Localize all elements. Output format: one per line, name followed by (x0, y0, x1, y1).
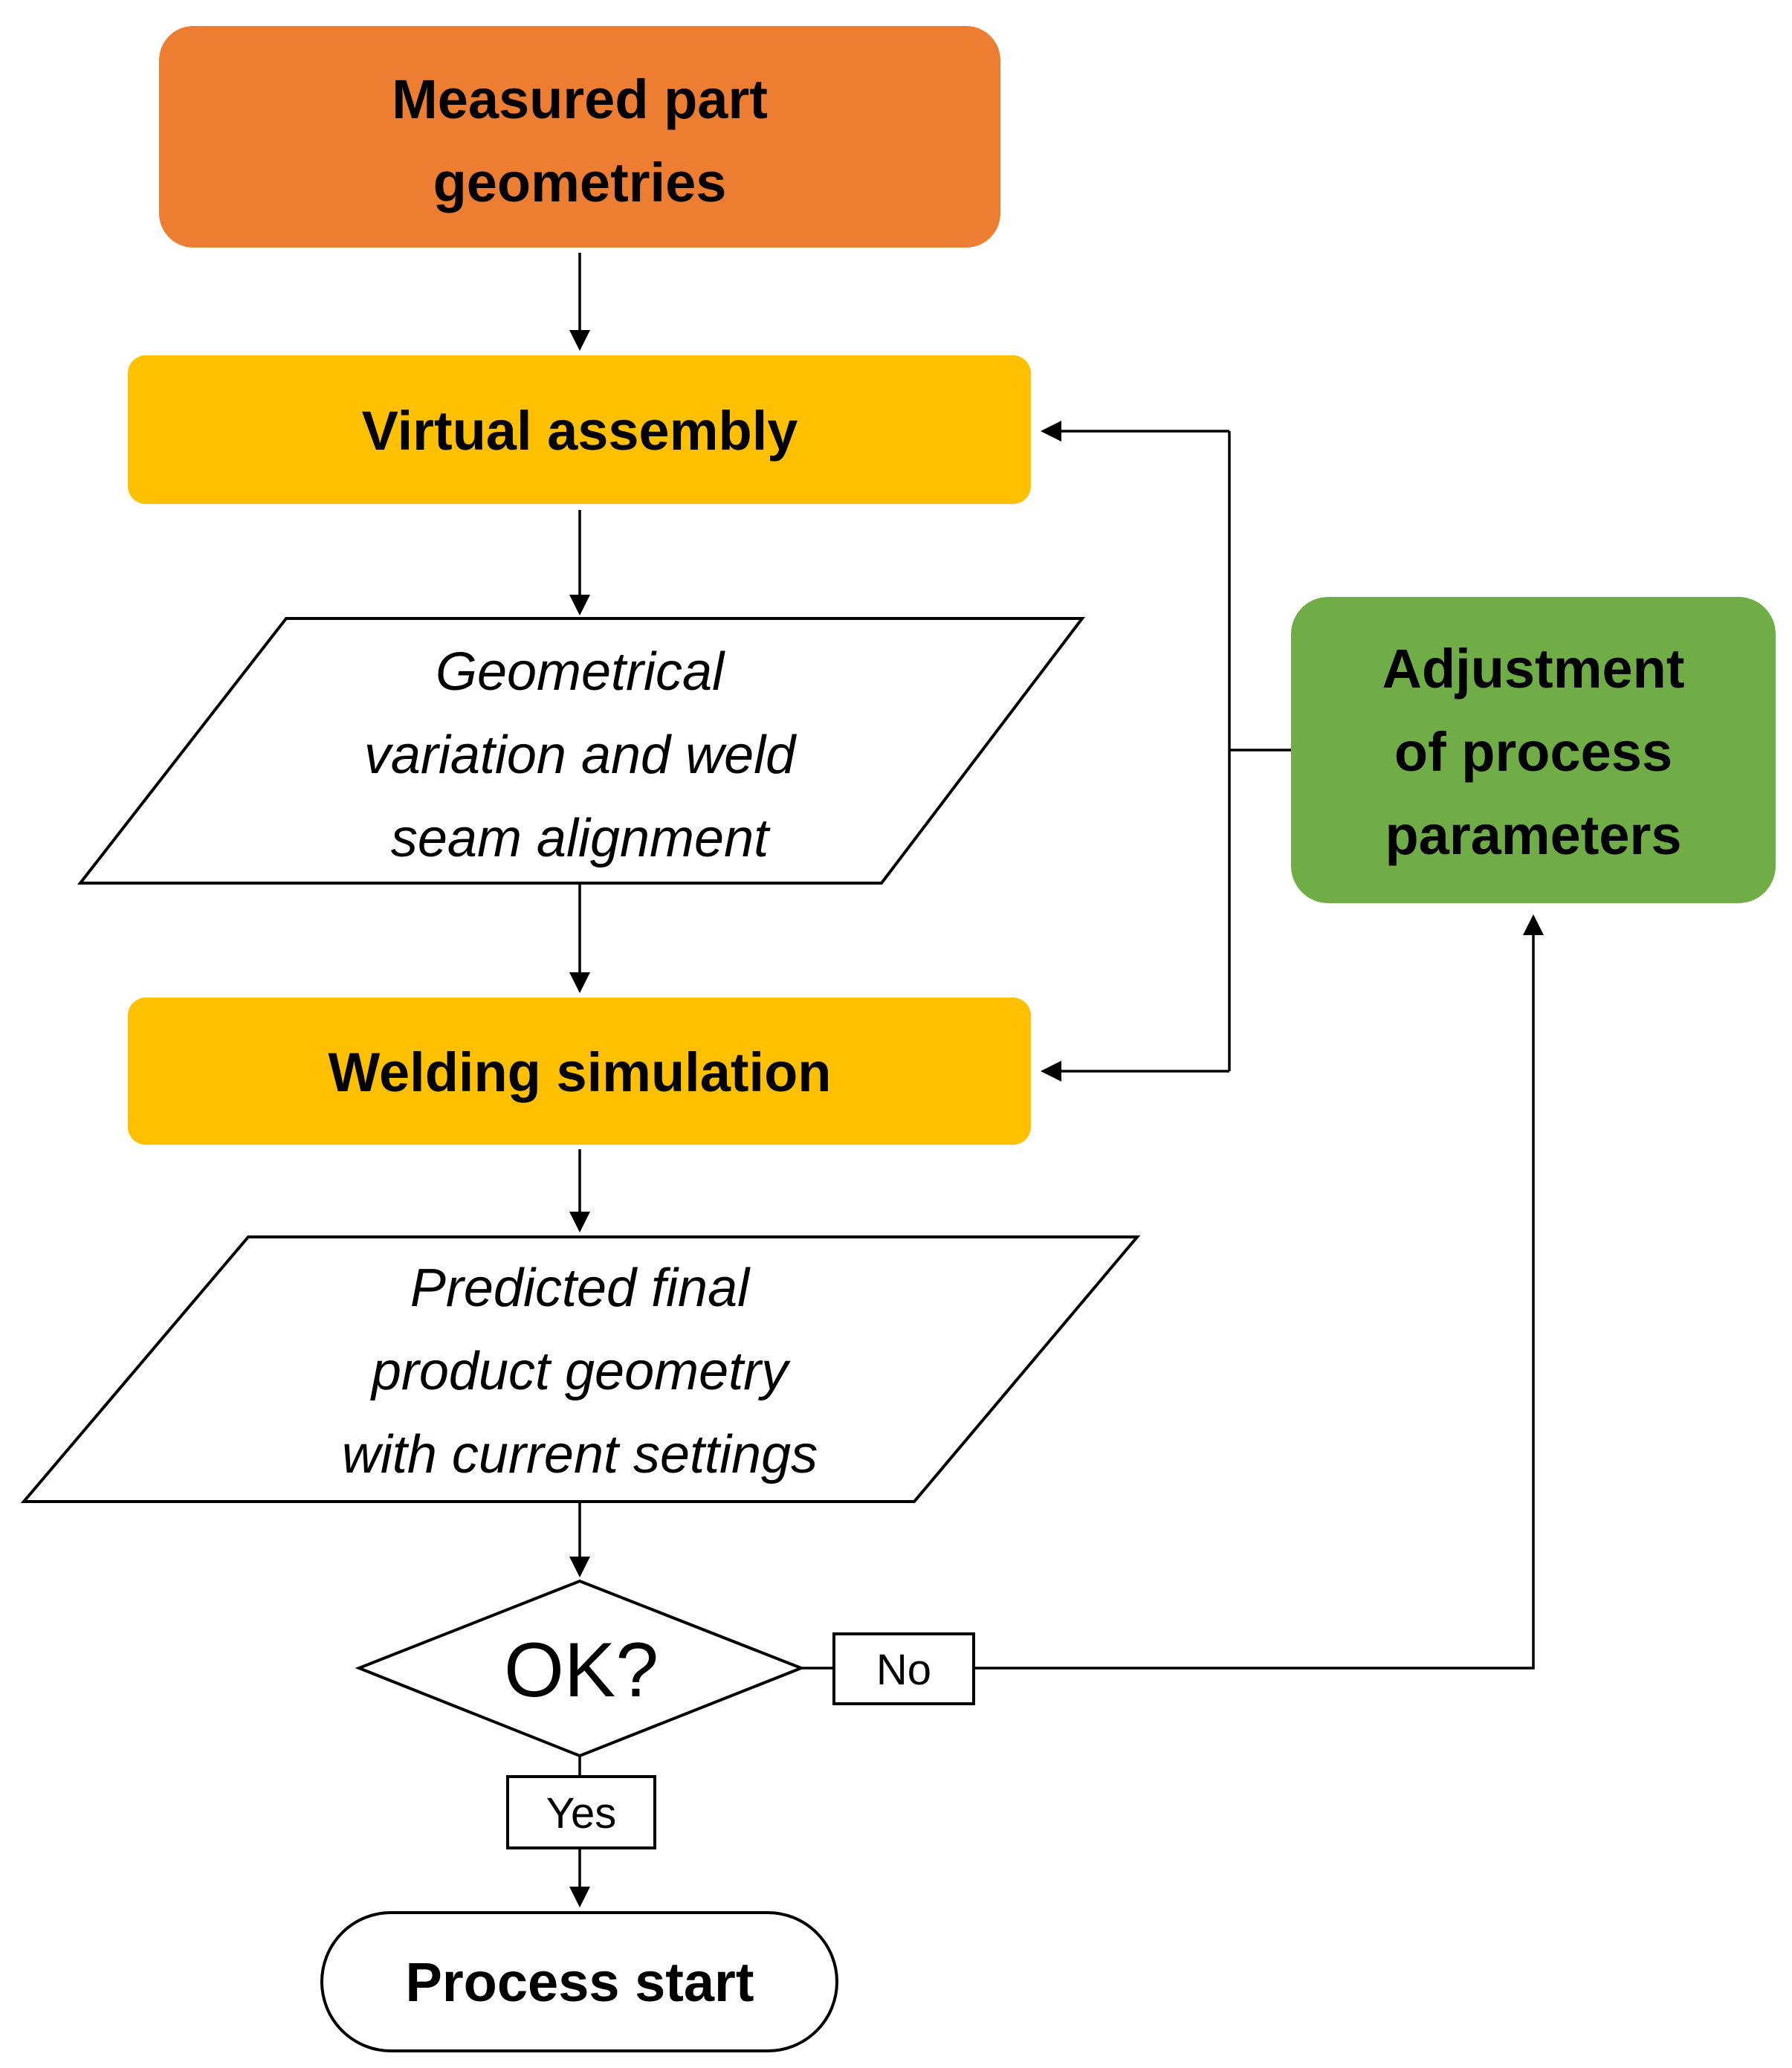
geometrical-variation-label-line1: Geometrical (436, 642, 725, 702)
arrowhead-feedback-to-welding (1041, 1061, 1061, 1082)
virtual-assembly-label: Virtual assembly (362, 400, 798, 462)
predicted-geometry-label-line3: with current settings (342, 1425, 818, 1484)
connector-no-to-adjustment (974, 934, 1535, 1670)
arrowhead-feedback-to-virtual (1041, 421, 1061, 442)
process-start-terminator (320, 1911, 838, 2052)
measured-part-geometries-label-line2: geometries (433, 152, 727, 213)
adjustment-label-line3: parameters (1385, 804, 1681, 866)
arrowhead-virtual-to-geometrical (569, 595, 590, 615)
edge-label-yes-box (506, 1775, 656, 1849)
edge-label-no-text: No (876, 1646, 931, 1694)
welding-simulation-box (128, 998, 1031, 1145)
virtual-assembly-node: Virtual assembly (128, 355, 1031, 504)
arrowhead-yes-to-process-start (569, 1887, 590, 1907)
edge-label-yes: Yes (506, 1775, 656, 1849)
ok-decision-node: OK? (355, 1579, 806, 1758)
measured-part-geometries-node: Measured part geometries (159, 26, 1000, 248)
welding-simulation-node: Welding simulation (128, 998, 1031, 1145)
edge-label-no: No (832, 1632, 975, 1705)
process-start-node: Process start (320, 1911, 838, 2052)
geometrical-variation-parallelogram (77, 617, 1086, 885)
connectors (569, 253, 1544, 1907)
arrowhead-geometrical-to-welding (569, 972, 590, 993)
ok-decision-label: OK? (504, 1627, 659, 1713)
arrowhead-measured-to-virtual (569, 330, 590, 351)
welding-simulation-label: Welding simulation (329, 1041, 832, 1103)
measured-part-geometries-box (159, 26, 1000, 248)
predicted-geometry-node: Predicted final product geometry with cu… (20, 1235, 1141, 1503)
geometrical-variation-label-line2: variation and weld (364, 726, 797, 785)
predicted-geometry-label-line2: product geometry (370, 1342, 791, 1401)
arrowhead-welding-to-predicted (569, 1212, 590, 1232)
arrowhead-predicted-to-ok (569, 1557, 590, 1577)
edge-label-no-box (832, 1632, 975, 1705)
process-start-label: Process start (406, 1951, 754, 2013)
geometrical-variation-label-line3: seam alignment (391, 809, 771, 868)
geometrical-variation-node: Geometrical variation and weld seam alig… (77, 617, 1086, 885)
measured-part-geometries-label-line1: Measured part (392, 68, 768, 130)
adjustment-label-line1: Adjustment (1382, 638, 1685, 699)
virtual-assembly-box (128, 355, 1031, 504)
edge-label-yes-text: Yes (546, 1789, 617, 1838)
predicted-geometry-label-line1: Predicted final (410, 1258, 751, 1318)
predicted-geometry-parallelogram (20, 1235, 1141, 1503)
arrowhead-no-to-adjustment (1523, 914, 1544, 935)
adjustment-box (1291, 597, 1776, 903)
adjustment-label-line2: of process (1394, 721, 1672, 783)
adjustment-node: Adjustment of process parameters (1291, 597, 1776, 903)
